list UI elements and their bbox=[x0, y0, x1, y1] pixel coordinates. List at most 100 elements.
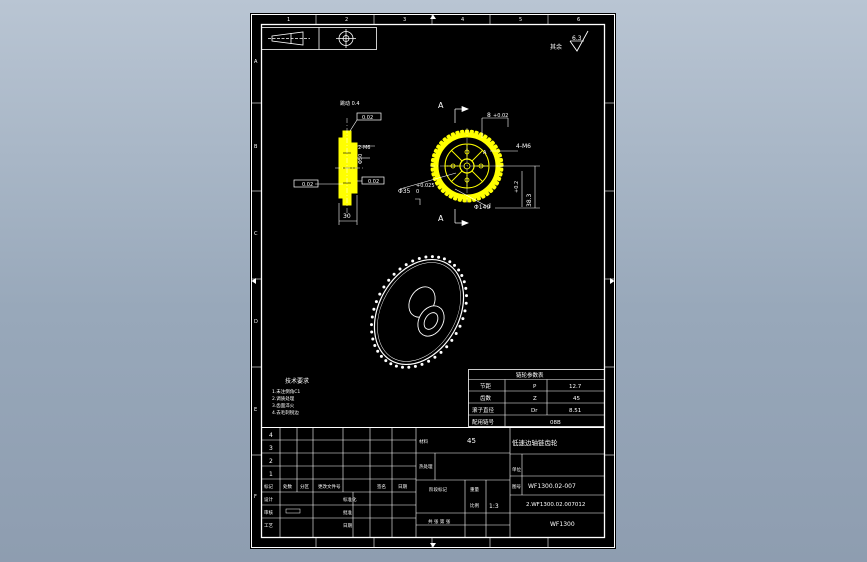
section-label-bottom: A bbox=[438, 214, 444, 223]
revision-header: 分区 bbox=[300, 483, 309, 490]
side-tolerance-top: 0.02 bbox=[362, 115, 373, 121]
title-block: 4 3 2 1 标记 处数 分区 更改文件号 签名 日期 设计 审核 工艺 标准… bbox=[261, 427, 605, 538]
zone-col-3: 3 bbox=[403, 17, 406, 23]
param-symbol: Dr bbox=[531, 408, 538, 414]
iso-gear-tooth bbox=[384, 359, 388, 363]
iso-gear-tooth bbox=[398, 267, 402, 271]
signature-box bbox=[285, 508, 301, 514]
drawing-no-label: 图号 bbox=[512, 484, 521, 490]
title-block-label: 设计 bbox=[264, 496, 273, 503]
iso-gear-tooth bbox=[373, 344, 377, 347]
section-label-top: A bbox=[438, 101, 444, 110]
iso-gear-tooth bbox=[417, 257, 421, 260]
zone-row-e: E bbox=[254, 407, 257, 413]
iso-gear-tooth bbox=[430, 255, 434, 259]
iso-gear-tooth bbox=[462, 280, 466, 284]
revision-header: 签名 bbox=[377, 483, 386, 490]
iso-gear-tooth bbox=[370, 323, 373, 327]
tech-requirement-line: 4.去毛刺锐边 bbox=[272, 409, 299, 416]
iso-gear-tooth bbox=[392, 272, 396, 276]
iso-gear-tooth bbox=[387, 278, 391, 282]
zone-row-f: F bbox=[254, 494, 257, 500]
front-dim-holes: 4-M6 bbox=[516, 143, 531, 150]
iso-gear-tooth bbox=[442, 257, 446, 261]
tech-requirement-line: 1.未注倒角C1 bbox=[272, 388, 300, 395]
zone-col-5: 5 bbox=[519, 17, 522, 23]
iso-gear-tooth bbox=[460, 274, 464, 277]
material-value: 45 bbox=[467, 437, 476, 445]
iso-gear-rim bbox=[373, 258, 465, 366]
iso-gear-tooth bbox=[371, 337, 375, 341]
front-dim-key-width: 8 bbox=[487, 112, 491, 119]
sheet-info: 共 张 第 张 bbox=[428, 518, 451, 525]
title-block-label: 日期 bbox=[343, 523, 352, 529]
iso-gear-tooth bbox=[379, 354, 383, 358]
param-name: 齿数 bbox=[480, 394, 492, 402]
iso-gear-tooth bbox=[464, 286, 468, 290]
part-name: 低速边轴链齿轮 bbox=[512, 438, 558, 447]
iso-gear-tooth bbox=[404, 263, 408, 267]
drawing-background bbox=[250, 13, 616, 549]
param-name: 滚子直径 bbox=[472, 406, 495, 414]
front-view: A A bbox=[398, 101, 540, 227]
iso-gear-tooth bbox=[465, 294, 468, 298]
side-view-note: 跳动 0.4 bbox=[340, 100, 360, 107]
side-tolerance-left: 0.02 bbox=[302, 182, 313, 188]
title-block-label: 审核 bbox=[264, 509, 273, 516]
scale-label: 比例 bbox=[470, 502, 479, 509]
tech-requirements-title: 技术要求 bbox=[285, 377, 309, 385]
scale-value: 1:3 bbox=[489, 503, 499, 510]
tech-requirement-line: 2.调质处理 bbox=[272, 395, 295, 402]
roughness-check-icon bbox=[569, 30, 589, 52]
revision-row-number: 4 bbox=[269, 432, 273, 439]
front-dim-key-tol: +0.02 bbox=[493, 113, 508, 119]
zone-row-d: D bbox=[254, 319, 258, 325]
truncated-cone-icon bbox=[268, 31, 310, 46]
iso-gear-tooth bbox=[376, 349, 380, 353]
iso-gear-tooth bbox=[378, 292, 382, 296]
revision-header: 日期 bbox=[398, 484, 407, 490]
iso-gear-tooth bbox=[382, 285, 386, 289]
side-tolerance-frame-top bbox=[356, 112, 382, 121]
iso-bore bbox=[423, 312, 439, 330]
iso-gear-tooth bbox=[457, 268, 461, 272]
zone-col-4: 4 bbox=[461, 17, 464, 23]
iso-gear-tooth bbox=[372, 307, 376, 311]
tech-requirements: 技术要求 1.未注倒角C1 2.调质处理 3.齿面淬火 4.去毛刺锐边 bbox=[272, 377, 309, 416]
datum-mark-icon bbox=[415, 198, 421, 205]
iso-gear-tooth bbox=[394, 364, 398, 368]
roughness-note-label: 其余 bbox=[550, 43, 562, 51]
iso-gear-tooth bbox=[413, 364, 417, 368]
front-dim-key-depth-tol: +0.2 bbox=[514, 181, 520, 193]
drawing-number: WF1300.02-007 bbox=[528, 483, 576, 490]
param-chain-value: 08B bbox=[550, 420, 561, 426]
side-tolerance-right: 0.02 bbox=[368, 179, 379, 185]
param-symbol: P bbox=[533, 384, 537, 390]
iso-gear-tooth bbox=[458, 324, 462, 328]
isometric-view bbox=[370, 255, 468, 369]
iso-hub bbox=[408, 286, 445, 337]
revision-row-number: 3 bbox=[269, 445, 273, 452]
iso-gear-tooth bbox=[407, 365, 411, 369]
iso-gear-tooth bbox=[448, 260, 452, 264]
revision-header: 处数 bbox=[283, 483, 292, 490]
title-block-label: 工艺 bbox=[264, 523, 273, 529]
roughness-value: 6.3 bbox=[572, 35, 582, 42]
iso-gear-tooth bbox=[420, 362, 424, 366]
front-dim-key-depth: 38.3 bbox=[526, 193, 533, 207]
revision-row-number: 2 bbox=[269, 458, 273, 465]
iso-gear-tooth bbox=[454, 332, 458, 335]
iso-gear-tooth bbox=[463, 309, 467, 313]
file-name: 2.WF1300.02.007012 bbox=[526, 502, 585, 508]
revision-row-number: 1 bbox=[269, 471, 273, 478]
tech-requirement-line: 3.齿面淬火 bbox=[272, 402, 295, 409]
param-value: 12.7 bbox=[569, 384, 582, 390]
zone-row-c: C bbox=[254, 231, 258, 237]
cad-drawing-sheet: 1 2 3 4 5 6 A B C D E F bbox=[250, 13, 616, 549]
zone-row-b: B bbox=[254, 144, 258, 150]
iso-gear-tooth bbox=[437, 255, 441, 259]
side-dim-width: 30 bbox=[343, 213, 351, 220]
zone-col-6: 6 bbox=[577, 17, 580, 23]
iso-gear-tooth bbox=[439, 350, 443, 354]
param-name: 节距 bbox=[480, 382, 492, 390]
